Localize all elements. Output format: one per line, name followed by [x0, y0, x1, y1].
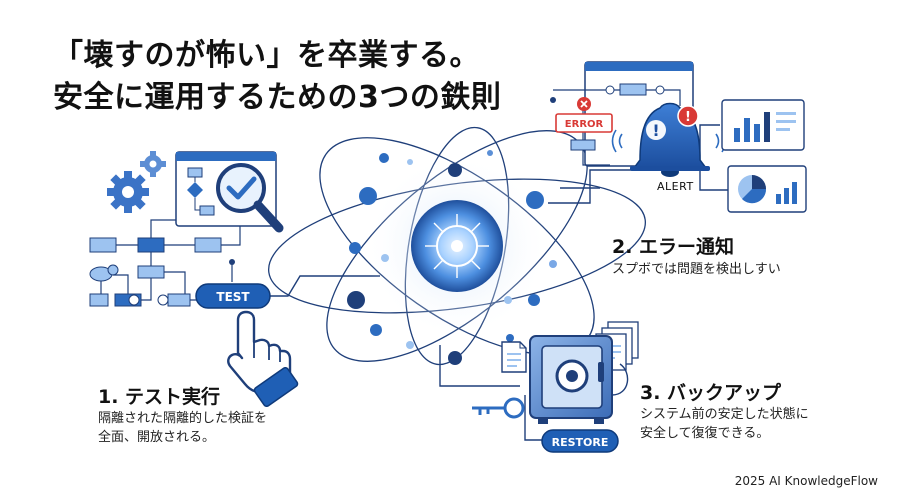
magnifier-icon	[216, 163, 284, 233]
page-title-line2: 安全に運用するための3つの鉄則	[53, 80, 502, 115]
section-alert-desc-1: スプボでは問題を検出しすい	[612, 262, 781, 277]
pointing-hand-icon	[227, 310, 299, 408]
backup-illustration	[472, 321, 639, 424]
alert-illustration: ERROR ! !	[550, 61, 807, 213]
gear-icon	[140, 151, 166, 177]
restore-button-label: RESTORE	[552, 436, 609, 449]
section-alert-heading: 2. エラー通知	[612, 236, 735, 258]
checkmark-icon	[226, 176, 257, 200]
test-button[interactable]: TEST	[195, 283, 271, 309]
key-icon	[472, 397, 525, 419]
alert-mark: !	[685, 110, 691, 125]
bell-mark: !	[652, 121, 659, 140]
document-icon	[501, 341, 527, 373]
page-title-line1: 「壊すのが怖い」を卒業する。	[53, 38, 480, 73]
restore-button[interactable]: RESTORE	[541, 429, 619, 453]
bar-chart-icon	[734, 112, 770, 142]
alert-label: ALERT	[657, 180, 694, 193]
atom-core-spokes	[425, 214, 489, 278]
section-backup-desc-2: 安全して復復できる。	[640, 426, 770, 441]
section-test-heading: 1. テスト実行	[98, 386, 221, 408]
section-test-desc-2: 全面、開放される。	[98, 430, 216, 445]
gear-icon	[107, 171, 149, 213]
error-badge-label: ERROR	[565, 119, 604, 130]
atom-core-center	[451, 240, 463, 252]
section-backup-desc-1: システム前の安定した状態に	[640, 407, 809, 422]
test-illustration	[89, 151, 284, 307]
section-test-desc-1: 隔離された隔離的した検証を	[98, 411, 268, 426]
pie-chart-icon	[738, 175, 767, 204]
atom-nodes	[347, 150, 563, 365]
section-backup-heading: 3. バックアップ	[640, 382, 782, 404]
bar-chart-window	[721, 99, 805, 151]
test-button-label: TEST	[216, 290, 250, 304]
safe-icon	[529, 335, 613, 424]
bell-icon: ! !	[630, 102, 710, 177]
footer-credit: 2025 AI KnowledgeFlow	[734, 474, 878, 488]
error-x-icon	[577, 97, 591, 111]
